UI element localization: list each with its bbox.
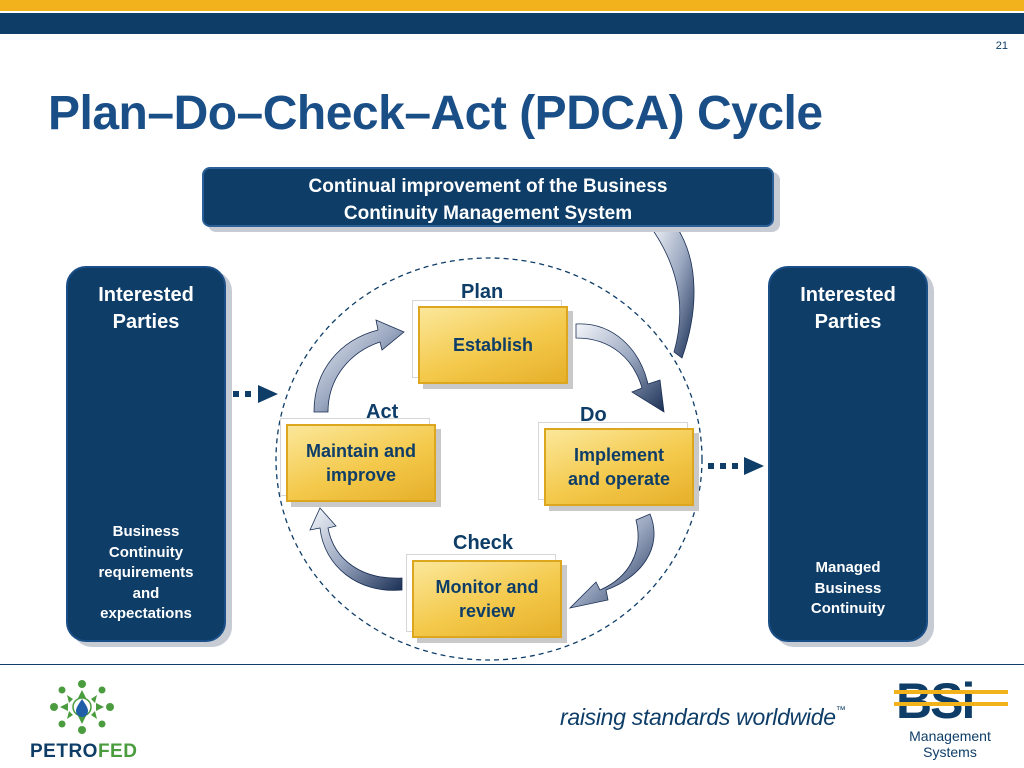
panel-title: Interested Parties	[770, 282, 926, 336]
tagline: raising standards worldwide™	[560, 704, 846, 731]
note-line: Continuity	[810, 600, 886, 617]
petrofed-logo-icon	[50, 680, 114, 734]
page-title: Plan–Do–Check–Act (PDCA) Cycle	[48, 87, 823, 140]
cycle-arrow-icon	[568, 513, 655, 609]
step-box-check: Monitor and review	[412, 560, 562, 638]
petrofed-name-a: PETRO	[30, 741, 98, 762]
note-line: and	[132, 584, 160, 602]
phase-label-act: Act	[366, 401, 399, 423]
managed-continuity-note: Managed Business Continuity	[770, 558, 926, 620]
banner-arrow-icon	[649, 225, 695, 359]
note-line: Business	[814, 579, 882, 597]
phase-label-plan: Plan	[461, 281, 504, 303]
dashed-arrow-icon	[708, 457, 764, 475]
note-line: Managed	[815, 559, 881, 576]
requirements-note: Business Continuity requirements and exp…	[68, 522, 224, 625]
dashed-arrow-icon	[233, 385, 278, 403]
right-interested-parties-panel: Interested Parties Managed Business Cont…	[768, 266, 928, 642]
page-number: 21	[995, 40, 1008, 52]
panel-title-line-1: Interested	[800, 284, 896, 306]
step-text: improve	[325, 465, 396, 485]
petrofed-name-b: FED	[97, 741, 138, 762]
step-text: and operate	[567, 469, 671, 489]
step-text: Implement	[573, 445, 665, 465]
note-line: Business	[112, 523, 180, 540]
note-line: Continuity	[108, 543, 184, 561]
bsi-line-2: Systems	[923, 744, 977, 760]
petrofed-wordmark: PETROFED	[30, 741, 137, 763]
step-text: Maintain and	[305, 441, 416, 461]
cycle-circle	[275, 257, 703, 661]
footer-divider	[0, 664, 1024, 665]
tagline-trademark: ™	[835, 705, 846, 716]
step-box-do: Implement and operate	[544, 428, 694, 506]
cycle-arrow-icon	[575, 323, 665, 413]
note-line: requirements	[98, 564, 194, 581]
panel-title-line-2: Parties	[112, 311, 180, 333]
bsi-line-1: Management	[909, 728, 991, 744]
header-gold-stripe	[0, 0, 1024, 11]
note-line: expectations	[100, 605, 192, 622]
step-text: Monitor and	[435, 577, 539, 597]
phase-label-check: Check	[453, 532, 514, 554]
header-navy-stripe	[0, 13, 1024, 34]
bsi-subtitle: Management Systems	[890, 728, 1010, 760]
step-text: Establish	[452, 335, 534, 355]
panel-title-line-1: Interested	[98, 284, 194, 306]
banner-line-2: Continuity Management System	[343, 203, 633, 224]
step-box-plan: Establish	[418, 306, 568, 384]
continual-improvement-banner: Continual improvement of the Business Co…	[202, 167, 774, 227]
phase-label-do: Do	[580, 404, 607, 426]
left-interested-parties-panel: Interested Parties Business Continuity r…	[66, 266, 226, 642]
cycle-arrow-icon	[313, 319, 405, 413]
bsi-logo-icon: BSi	[894, 676, 1008, 724]
panel-title-line-2: Parties	[814, 311, 882, 333]
step-text: review	[458, 601, 516, 621]
panel-title: Interested Parties	[68, 282, 224, 336]
bsi-wordmark: BSi	[896, 676, 973, 724]
cycle-arrow-icon	[309, 507, 403, 591]
tagline-text: raising standards worldwide	[560, 704, 836, 730]
step-box-act: Maintain and improve	[286, 424, 436, 502]
banner-line-1: Continual improvement of the Business	[308, 176, 668, 197]
